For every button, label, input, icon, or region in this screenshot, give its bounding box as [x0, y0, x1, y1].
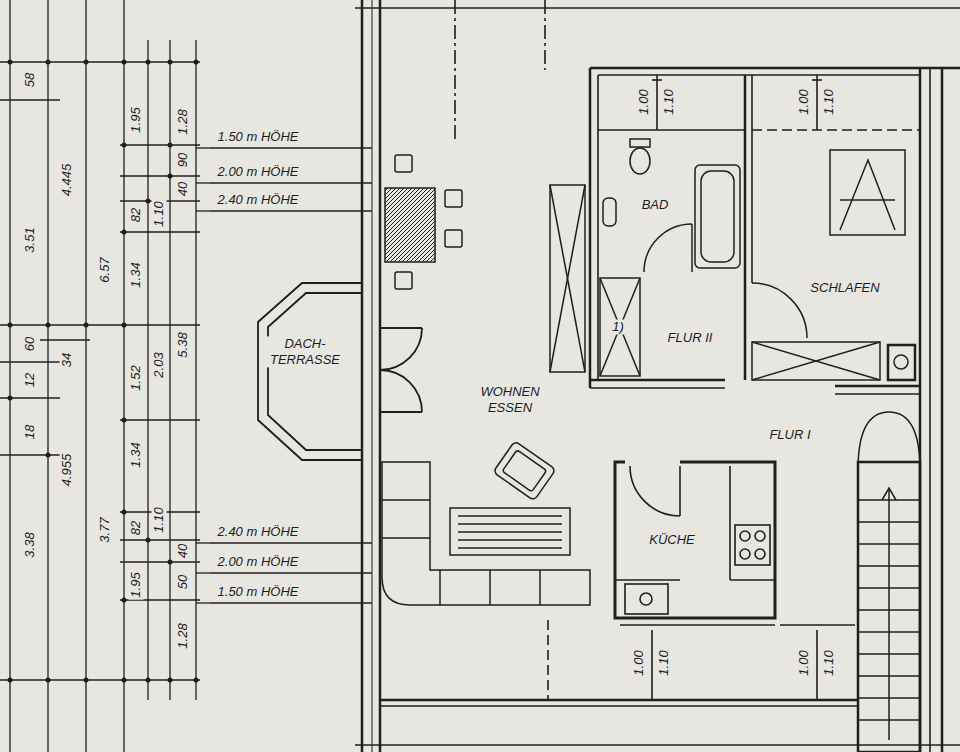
furniture	[382, 155, 590, 605]
dimension-value: 1.34	[129, 260, 144, 289]
callout-number: 1)	[610, 320, 626, 335]
dimension-value: 1.10	[662, 87, 677, 116]
room: WOHNEN ESSEN	[380, 75, 590, 700]
dimension-value: 6.57	[98, 255, 113, 284]
dimension-value: 4.445	[60, 162, 75, 199]
dimension-value: 82	[129, 206, 144, 224]
dimension-value: 1.28	[176, 621, 191, 650]
room-label: DACH- TERRASSE	[266, 336, 345, 367]
dimension-value: 40	[176, 180, 191, 198]
room: DACH- TERRASSE	[258, 283, 365, 460]
room-label: KÜCHE	[647, 532, 697, 548]
dimension-value: 1.28	[176, 107, 191, 136]
dimension-value: 40	[176, 542, 191, 560]
dimension-value: 1.00	[637, 87, 652, 116]
dimension-value: 4.955	[60, 452, 75, 489]
room: SCHLAFEN	[752, 76, 920, 338]
room-label: SCHLAFEN	[808, 280, 881, 296]
dimension-value: 1.00	[797, 87, 812, 116]
dimension-value: 34	[60, 351, 75, 369]
dimension-value: 1.95	[129, 570, 144, 599]
dimension-value: 1.95	[129, 105, 144, 134]
room: KÜCHE	[618, 465, 773, 615]
dimension-value: 50	[176, 573, 191, 591]
room: BAD	[598, 132, 743, 378]
dimension-value: 1.00	[632, 648, 647, 677]
dimension-value: 5.38	[176, 330, 191, 359]
height-note: 2.00 m HÖHE	[216, 165, 301, 180]
kitchen	[615, 462, 775, 618]
dimension-value: 3.51	[23, 225, 38, 254]
dimension-value: 1.52	[129, 363, 144, 392]
dimension-value: 60	[23, 335, 38, 353]
height-note: 1.50 m HÖHE	[216, 585, 301, 600]
dimension-value: 58	[23, 71, 38, 89]
dimension-value: 82	[129, 519, 144, 537]
dimension-value: 1.10	[657, 648, 672, 677]
dimension-value: 3.77	[98, 515, 113, 544]
height-note: 2.40 m HÖHE	[216, 193, 301, 208]
dimension-value: 1.10	[152, 199, 167, 228]
dimension-value: 3.38	[23, 530, 38, 559]
height-note: 2.40 m HÖHE	[216, 525, 301, 540]
room-label: FLUR I	[767, 428, 812, 443]
dimension-value: 18	[23, 423, 38, 441]
staircase	[858, 412, 920, 752]
dimension-value: 1.00	[797, 648, 812, 677]
dimension-value: 12	[23, 371, 38, 389]
height-note: 2.00 m HÖHE	[216, 555, 301, 570]
dimension-value: 1.10	[152, 505, 167, 534]
room-label: WOHNEN ESSEN	[472, 384, 548, 415]
walls	[355, 0, 960, 752]
dimension-dots	[8, 60, 199, 683]
dimension-chain	[0, 0, 372, 752]
bedroom-fixtures	[752, 150, 915, 380]
room-label: BAD	[640, 197, 671, 213]
dimension-value: 1.10	[822, 648, 837, 677]
room-label: FLUR II	[666, 331, 715, 346]
bathroom-fixtures	[550, 139, 740, 376]
dimension-value: 1.10	[822, 87, 837, 116]
height-note: 1.50 m HÖHE	[216, 130, 301, 145]
dimension-value: 2.03	[152, 350, 167, 379]
dimension-value: 1.34	[129, 440, 144, 469]
roof-terrace	[258, 283, 422, 460]
dimension-value: 90	[176, 151, 191, 169]
